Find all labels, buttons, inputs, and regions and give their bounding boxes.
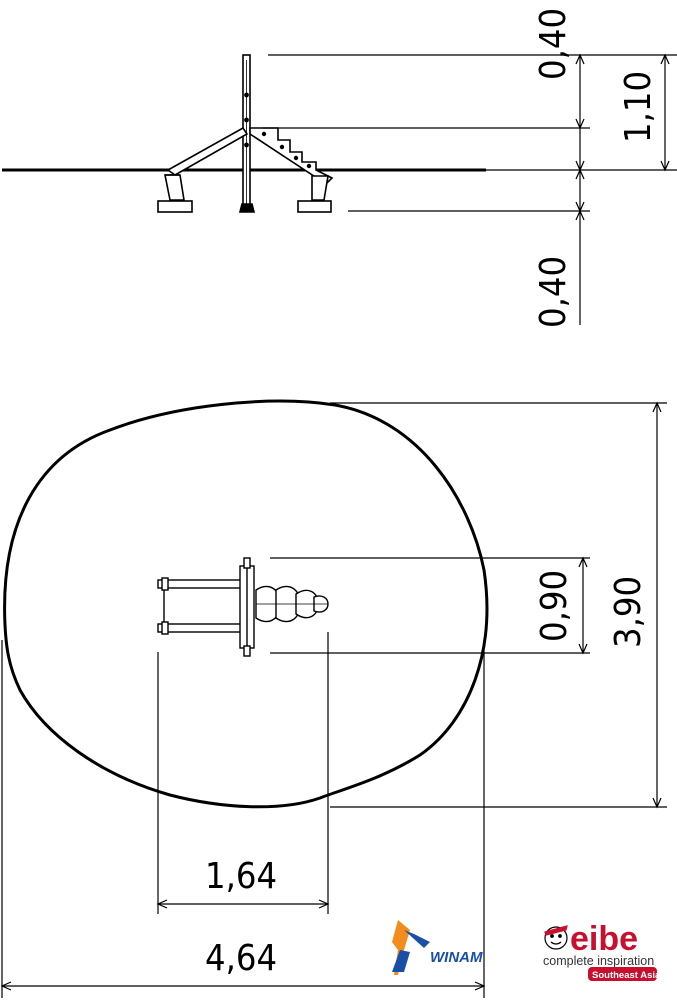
dim-equipment-depth: 0,90 xyxy=(534,570,575,642)
eibe-tagline: complete inspiration xyxy=(543,954,654,968)
equipment-plan xyxy=(157,557,329,657)
dim-total-height: 1,10 xyxy=(618,71,659,143)
safety-area-outline xyxy=(3,399,489,809)
dim-top-clearance: 0,40 xyxy=(533,8,574,80)
side-view-dimensions xyxy=(263,53,677,325)
dim-ground-depth: 0,40 xyxy=(533,256,574,328)
left-leg xyxy=(157,126,249,213)
eibe-region-badge xyxy=(588,967,657,981)
side-view xyxy=(2,54,486,213)
dim-equipment-length: 1,64 xyxy=(205,856,277,897)
eibe-wordmark: eibe xyxy=(570,920,638,958)
winam-wordmark: WINAM xyxy=(430,949,483,966)
left-foot xyxy=(157,200,193,213)
right-structure xyxy=(249,127,334,213)
winam-logo: WINAM xyxy=(392,920,483,975)
eibe-region: Southeast Asia xyxy=(592,970,661,981)
plan-view-dimensions xyxy=(0,401,667,998)
eibe-face-icon xyxy=(544,925,568,950)
eibe-logo: eibe complete inspiration Southeast Asia xyxy=(543,920,661,981)
dim-area-length: 4,64 xyxy=(205,938,277,979)
right-foot xyxy=(297,200,332,213)
dim-area-depth: 3,90 xyxy=(608,576,649,648)
